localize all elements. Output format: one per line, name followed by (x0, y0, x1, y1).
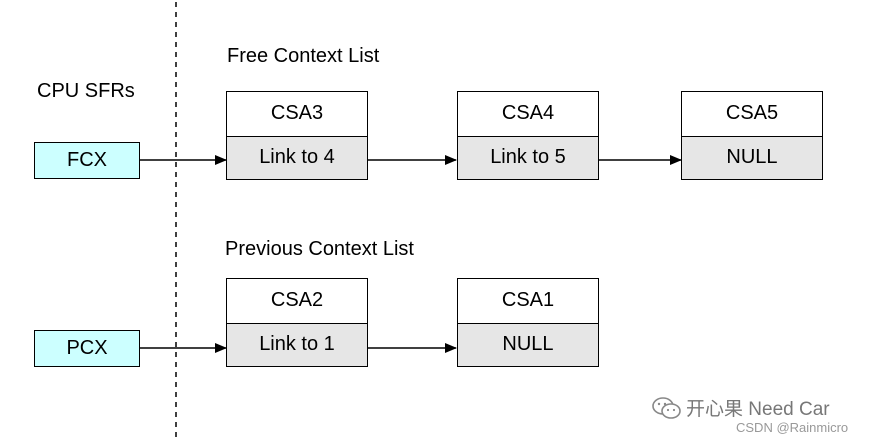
csa-name: CSA1 (501, 289, 555, 312)
wechat-icon (652, 396, 681, 419)
csa-name: CSA4 (501, 102, 555, 125)
csa-node: CSA2 Link to 1 (226, 278, 368, 367)
csa-link: Link to 4 (227, 135, 367, 179)
csa-name: CSA3 (270, 102, 324, 125)
csa-node: CSA5 NULL (681, 91, 823, 180)
csa-node: CSA1 NULL (457, 278, 599, 367)
csa-link: Link to 1 (227, 322, 367, 366)
free-context-list-title: Free Context List (227, 45, 380, 67)
csa-link: Link to 5 (458, 135, 598, 179)
csa-name: CSA5 (725, 102, 779, 125)
csa-node: CSA3 Link to 4 (226, 91, 368, 180)
cpu-sfrs-label: CPU SFRs (37, 80, 135, 102)
watermark-brand-text: 开心果 Need Car (686, 399, 830, 420)
watermark-brand: 开心果 Need Car (652, 394, 830, 421)
csa-link: NULL (682, 135, 822, 179)
pcx-register: PCX (34, 330, 140, 367)
csa-link: NULL (458, 322, 598, 366)
watermark-source: CSDN @Rainmicro (736, 420, 849, 435)
csa-name: CSA2 (270, 289, 324, 312)
previous-context-list-title: Previous Context List (225, 238, 414, 260)
csa-node: CSA4 Link to 5 (457, 91, 599, 180)
fcx-register: FCX (34, 142, 140, 179)
